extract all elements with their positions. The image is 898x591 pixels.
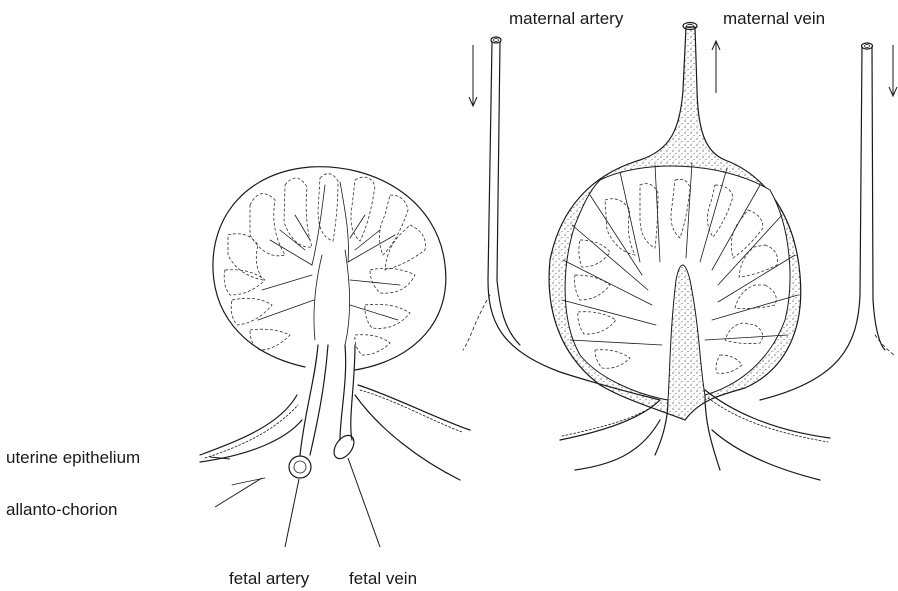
fetal-artery-vessel xyxy=(289,456,311,478)
leader-fetal-artery xyxy=(285,479,299,547)
fetal-vein-vessel xyxy=(330,432,358,462)
label-maternal-vein: maternal vein xyxy=(723,9,825,28)
label-allanto-chorion: allanto-chorion xyxy=(6,500,118,519)
label-fetal-vein: fetal vein xyxy=(349,569,417,588)
label-maternal-artery: maternal artery xyxy=(509,9,624,28)
arrow-down-right-icon xyxy=(889,45,897,96)
label-fetal-artery: fetal artery xyxy=(229,569,310,588)
left-placentome xyxy=(200,167,470,485)
leader-allanto-chorion xyxy=(215,478,262,507)
right-placentome xyxy=(463,23,894,481)
left-villi xyxy=(224,174,425,355)
label-uterine-epithelium: uterine epithelium xyxy=(6,448,140,467)
leader-fetal-vein xyxy=(348,458,380,547)
arrow-up-center-icon xyxy=(712,41,720,93)
arrow-down-left-icon xyxy=(469,45,477,106)
